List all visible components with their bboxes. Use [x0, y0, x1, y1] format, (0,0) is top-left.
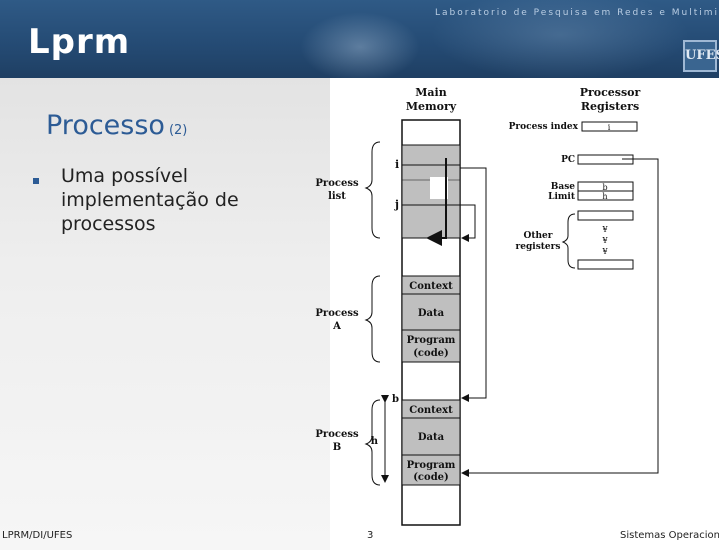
- program-code-label: (code): [413, 348, 449, 359]
- context-label: Context: [409, 281, 453, 292]
- limit-label: Limit: [548, 192, 576, 202]
- footer-right: Sistemas Operacionais: [620, 530, 719, 541]
- process-list-label: Process: [315, 178, 359, 189]
- base-label: Base: [551, 182, 576, 192]
- process-list-brace: [364, 141, 381, 239]
- other-registers-brace: [561, 213, 576, 269]
- left-panel: [0, 78, 330, 550]
- ufes-logo: UFES: [683, 40, 719, 72]
- footer-page-number: 3: [367, 530, 374, 541]
- process-index-value: i: [608, 123, 611, 132]
- process-a-brace: [364, 275, 381, 363]
- other-registers-label: registers: [516, 242, 561, 252]
- b-marker: b: [392, 394, 399, 405]
- banner-decoration: [430, 0, 690, 78]
- other-register: [577, 210, 634, 221]
- limit-value: h: [602, 192, 607, 201]
- process-b-data: [401, 417, 461, 456]
- process-a-program: [401, 329, 461, 363]
- lab-title: Laboratorio de Pesquisa em Redes e Multi…: [435, 8, 719, 18]
- limit-register: [577, 190, 634, 201]
- register-dots: ¥: [601, 247, 608, 256]
- bullet-square-icon: [33, 178, 39, 184]
- process-list-label: list: [328, 191, 346, 202]
- data-label: Data: [418, 432, 445, 443]
- pointer-i-label: i: [395, 158, 399, 171]
- lprm-logo: Lprm: [28, 22, 131, 62]
- process-index-register: [581, 121, 638, 132]
- pc-pointer-arrow: [461, 158, 659, 477]
- process-b-program: [401, 454, 461, 486]
- process-b-brace: [364, 399, 381, 486]
- program-code-label: (code): [413, 472, 449, 483]
- base-value: b: [602, 183, 607, 192]
- list-link-arrow: [460, 204, 476, 242]
- processor-registers-label: Processor: [580, 86, 641, 99]
- banner-decoration: [300, 12, 420, 78]
- register-dots: ¥: [601, 225, 608, 234]
- footer-left: LPRM/DI/UFES: [2, 530, 73, 541]
- list-link-arrow: [426, 158, 447, 246]
- bullet-text: Uma possível implementação de processos: [61, 165, 239, 235]
- header-banner: Lprm Laboratorio de Pesquisa em Redes e …: [0, 0, 719, 78]
- other-register: [577, 259, 634, 270]
- other-registers-label: Other: [523, 231, 552, 241]
- processor-registers-label: Registers: [581, 100, 639, 113]
- process-implementation-diagram: Main Memory Processor Registers i j Cont…: [315, 86, 659, 526]
- process-a-label: Process: [315, 308, 359, 319]
- h-marker: h: [371, 436, 379, 447]
- process-a-data: [401, 293, 461, 331]
- list-entry-highlight: [430, 177, 448, 199]
- register-dots: ¥: [601, 236, 608, 245]
- slide-title-text: Processo: [46, 110, 165, 141]
- pc-label: PC: [561, 155, 575, 165]
- context-label: Context: [409, 405, 453, 416]
- main-memory-label: Memory: [406, 100, 457, 113]
- process-a-label: A: [332, 321, 341, 332]
- process-b-label: Process: [315, 429, 359, 440]
- process-index-label: Process index: [509, 122, 579, 132]
- process-index-pointer-arrow: [460, 167, 487, 402]
- process-b-label: B: [333, 442, 341, 453]
- slide-title: Processo(2): [46, 110, 187, 141]
- pointer-j-label: j: [394, 198, 399, 211]
- program-label: Program: [407, 335, 456, 346]
- slide-title-number: (2): [168, 123, 188, 138]
- data-label: Data: [418, 308, 445, 319]
- main-memory-label: Main: [415, 86, 446, 99]
- program-label: Program: [407, 460, 456, 471]
